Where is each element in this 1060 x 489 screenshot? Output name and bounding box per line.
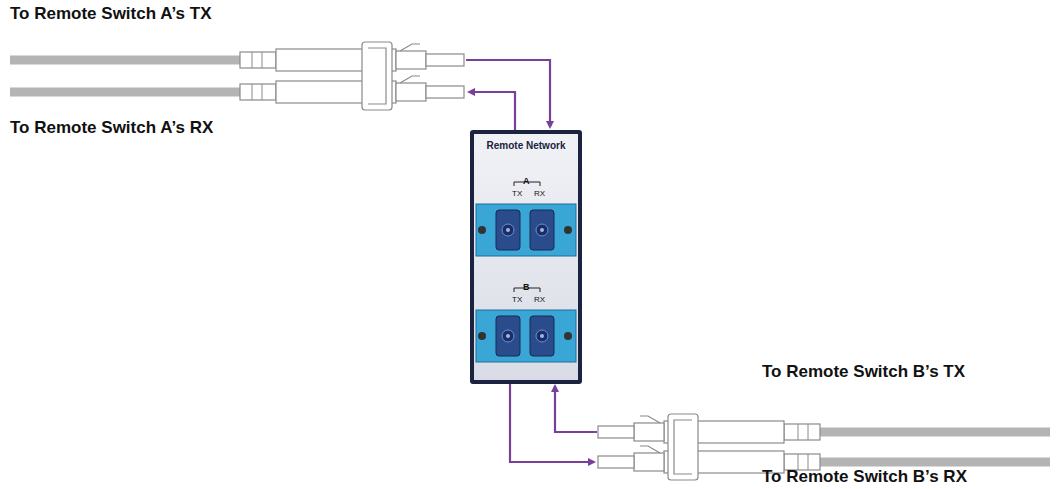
cable-label: To Remote Switch A’s TX [10, 4, 212, 24]
signal-arrows [466, 60, 597, 462]
port-label: A [523, 176, 530, 186]
cable-label: To Remote Switch B’s RX [762, 467, 967, 487]
port-label: TX [512, 189, 522, 198]
port-label: B [523, 282, 530, 292]
port-modules [474, 134, 578, 380]
port-label: RX [534, 189, 545, 198]
port-label: RX [534, 295, 545, 304]
lc-duplex-connector-a [10, 42, 464, 110]
panel-title: Remote Network [474, 140, 578, 151]
cable-label: To Remote Switch A’s RX [10, 118, 213, 138]
patch-panel: Remote NetworkATXRXBTXRX [470, 130, 582, 384]
cable-label: To Remote Switch B’s TX [762, 362, 965, 382]
port-label: TX [512, 295, 522, 304]
